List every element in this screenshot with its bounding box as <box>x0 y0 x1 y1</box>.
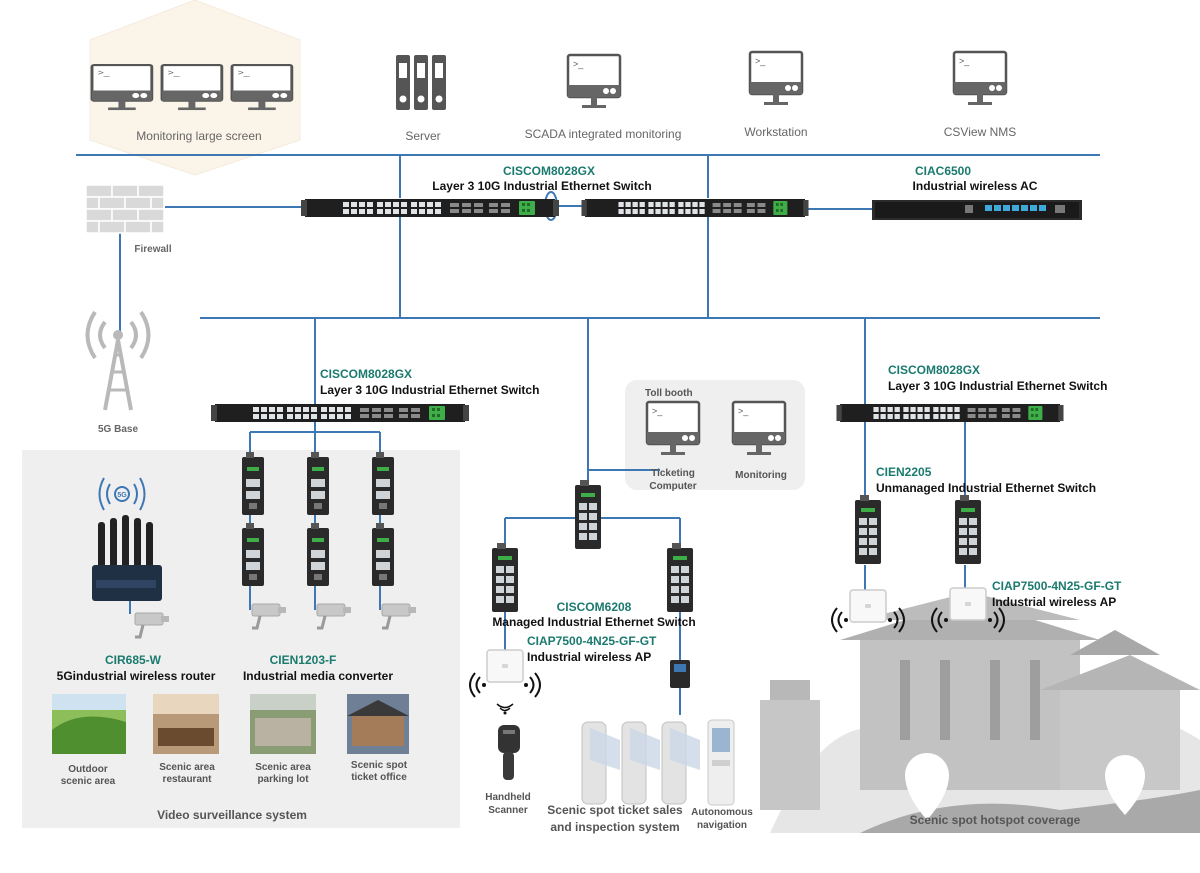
scene-2-label-2: restaurant <box>163 774 213 785</box>
scene-photo-outdoor <box>52 694 126 754</box>
base-station-label: 5G Base <box>98 424 138 435</box>
media-converter-description: Industrial media converter <box>243 669 393 683</box>
scene-photo-restaurant <box>153 694 219 754</box>
wireless-ap-right-icon <box>949 587 987 621</box>
left-switch-model: CISCOM8028GX <box>320 367 412 381</box>
scenic-skyline-illustration <box>760 592 1200 833</box>
scene-2-label-1: Scenic area <box>159 762 215 773</box>
left-switch-icon <box>211 404 469 422</box>
wireless-ac-icon <box>872 200 1082 220</box>
core-switch-left-icon <box>301 199 559 217</box>
svg-text:5G: 5G <box>117 492 127 499</box>
right-switch-description: Layer 3 10G Industrial Ethernet Switch <box>888 379 1107 393</box>
unmanaged-switch-right-icon <box>955 495 981 564</box>
ap-center-model: CIAP7500-4N25-GF-GT <box>527 634 657 648</box>
managed-switch-right-icon <box>667 543 693 612</box>
managed-switch-description: Managed Industrial Ethernet Switch <box>492 615 695 629</box>
ap-center-description: Industrial wireless AP <box>527 650 651 664</box>
right-switch-icon <box>836 404 1064 422</box>
managed-switch-model: CISCOM6208 <box>557 600 632 614</box>
unmanaged-switch-model: CIEN2205 <box>876 465 932 479</box>
unmanaged-switch-left-icon <box>855 495 881 564</box>
scanner-label-2: Scanner <box>488 805 528 816</box>
firewall-icon <box>85 184 165 234</box>
monitoring-screens-icon <box>90 63 294 112</box>
scene-1-label-2: scenic area <box>61 776 116 787</box>
ticket-system-label-1: Scenic spot ticket sales <box>547 803 683 817</box>
hotspot-label: Scenic spot hotspot coverage <box>910 813 1081 827</box>
wireless-ac-description: Industrial wireless AC <box>913 179 1038 193</box>
workstation-terminal-icon <box>748 50 804 107</box>
ticket-system-label-2: and inspection system <box>550 820 679 834</box>
monitoring-screen-label: Monitoring large screen <box>136 129 261 143</box>
scene-1-label-1: Outdoor <box>68 764 108 775</box>
toll-monitoring-label: Monitoring <box>735 470 787 481</box>
scene-4-label-1: Scenic spot <box>351 760 408 771</box>
autonomous-label-2: navigation <box>697 820 747 831</box>
core-switch-right-icon <box>581 199 809 217</box>
navigation-kiosk-icon <box>707 719 735 806</box>
csview-label: CSView NMS <box>944 125 1016 139</box>
scada-label: SCADA integrated monitoring <box>525 127 682 141</box>
toll-booth-title: Toll booth <box>645 388 693 399</box>
scene-4-label-2: ticket office <box>351 772 407 783</box>
signal-5g-icon: 5G <box>98 477 146 511</box>
autonomous-label-1: Autonomous <box>691 807 753 818</box>
ap-right-description: Industrial wireless AP <box>992 595 1116 609</box>
right-switch-model: CISCOM8028GX <box>888 363 980 377</box>
core-switch-description: Layer 3 10G Industrial Ethernet Switch <box>432 179 651 193</box>
router-description: 5Gindustrial wireless router <box>57 669 216 683</box>
managed-switch-left-icon <box>492 543 518 612</box>
left-switch-description: Layer 3 10G Industrial Ethernet Switch <box>320 383 539 397</box>
router-model: CIR685-W <box>105 653 162 667</box>
workstation-label: Workstation <box>744 125 807 139</box>
ticket-controller-icon <box>670 660 690 688</box>
scene-photo-parking <box>250 694 316 754</box>
unmanaged-switch-description: Unmanaged Industrial Ethernet Switch <box>876 481 1096 495</box>
scanner-label-1: Handheld <box>485 792 531 803</box>
managed-switch-center-icon <box>575 480 601 549</box>
scada-terminal-icon <box>566 53 622 110</box>
ticketing-computer-label-2: Computer <box>649 481 696 492</box>
wireless-ap-center-icon <box>486 649 524 683</box>
ticketing-computer-label-1: Ticketing <box>651 468 695 479</box>
scanner-wifi-icon <box>496 703 514 715</box>
wireless-ac-model: CIAC6500 <box>915 164 971 178</box>
ap-right-model: CIAP7500-4N25-GF-GT <box>992 579 1122 593</box>
video-system-label: Video surveillance system <box>157 808 307 822</box>
turnstile-gates-icon <box>581 721 700 805</box>
media-converter-model: CIEN1203-F <box>270 653 337 667</box>
csview-terminal-icon <box>952 50 1008 107</box>
server-label: Server <box>405 129 440 143</box>
router-5g-icon <box>92 515 162 601</box>
scene-photo-ticket-office <box>347 694 409 754</box>
firewall-label: Firewall <box>134 244 171 255</box>
network-links <box>76 154 1100 715</box>
wireless-ap-left-icon <box>849 589 887 623</box>
scene-3-label-2: parking lot <box>257 774 309 785</box>
handheld-scanner-icon <box>498 725 520 780</box>
scene-3-label-1: Scenic area <box>255 762 311 773</box>
server-icon <box>396 55 446 110</box>
core-switch-model: CISCOM8028GX <box>503 164 595 178</box>
base-station-tower-icon <box>85 310 151 411</box>
